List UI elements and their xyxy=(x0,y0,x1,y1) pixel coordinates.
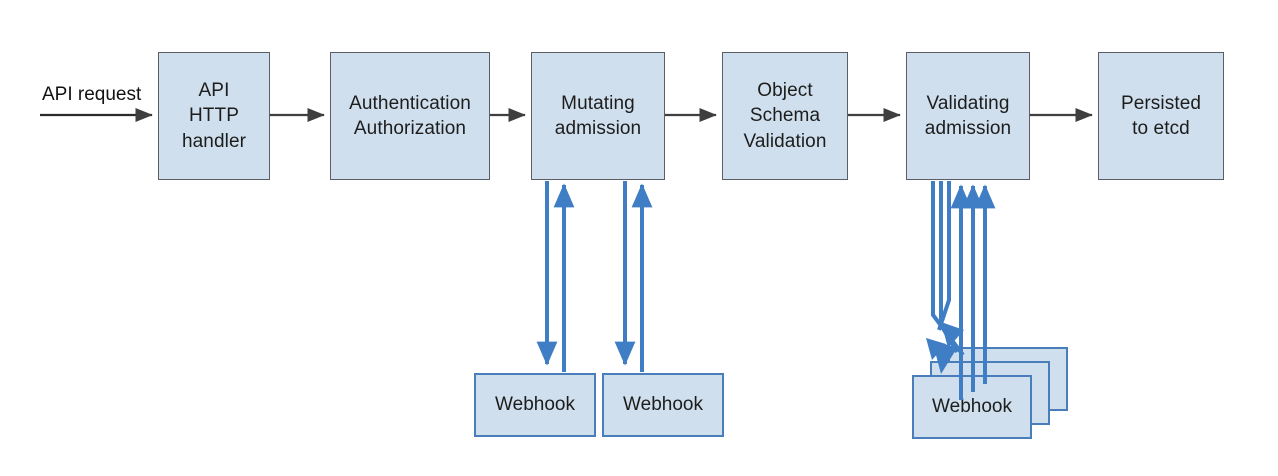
stage-box-api-http-handler[interactable]: API HTTP handler xyxy=(158,52,270,180)
connector-validating-to-webhook-stack-down-1 xyxy=(931,181,965,357)
connector-validating-to-webhook-stack-down-3 xyxy=(937,181,951,331)
stage-box-authentication-authorization[interactable]: Authentication Authorization xyxy=(330,52,490,180)
stage-box-persisted-to-etcd[interactable]: Persisted to etcd xyxy=(1098,52,1224,180)
connector-validating-to-webhook-stack-down-2 xyxy=(939,181,959,354)
entry-label-api-request: API request xyxy=(42,84,142,105)
stage-box-validating-admission[interactable]: Validating admission xyxy=(906,52,1030,180)
webhook-stack-down-arrowhead-2 xyxy=(926,338,946,360)
stage-box-mutating-admission[interactable]: Mutating admission xyxy=(531,52,665,180)
webhook-box-mutating-2[interactable]: Webhook xyxy=(602,373,724,437)
webhook-box-validating-front[interactable]: Webhook xyxy=(912,375,1032,439)
webhook-box-mutating-1[interactable]: Webhook xyxy=(474,373,596,437)
stage-box-object-schema-validation[interactable]: Object Schema Validation xyxy=(722,52,848,180)
webhook-stack-down-arrowhead-3 xyxy=(941,322,964,348)
